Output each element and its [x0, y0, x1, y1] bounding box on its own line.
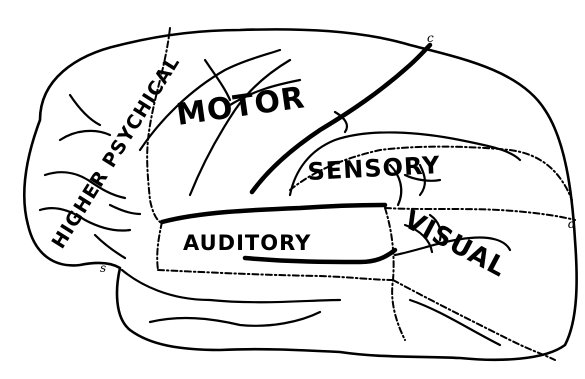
occipital-sulcus	[410, 300, 500, 345]
boundary-auditory-bottom	[158, 270, 393, 280]
brain-outline	[24, 29, 576, 359]
frontal-sulcus-3	[95, 235, 125, 258]
marker-s: s	[100, 261, 106, 275]
label-motor: MOTOR	[174, 80, 307, 133]
sylvian-fissure	[162, 205, 385, 222]
boundary-auditory-left	[157, 222, 162, 270]
marker-d: d	[568, 217, 576, 231]
boundary-visual-bottom	[393, 280, 555, 360]
frontal-sulcus-4	[70, 95, 100, 125]
frontal-sulcus-5	[60, 131, 110, 140]
marker-c: c	[427, 31, 434, 45]
inferior-sulcus	[150, 312, 320, 326]
frontal-sulcus-6	[110, 205, 140, 214]
label-visual: VISUAL	[399, 205, 512, 284]
label-auditory: AUDITORY	[183, 231, 311, 255]
